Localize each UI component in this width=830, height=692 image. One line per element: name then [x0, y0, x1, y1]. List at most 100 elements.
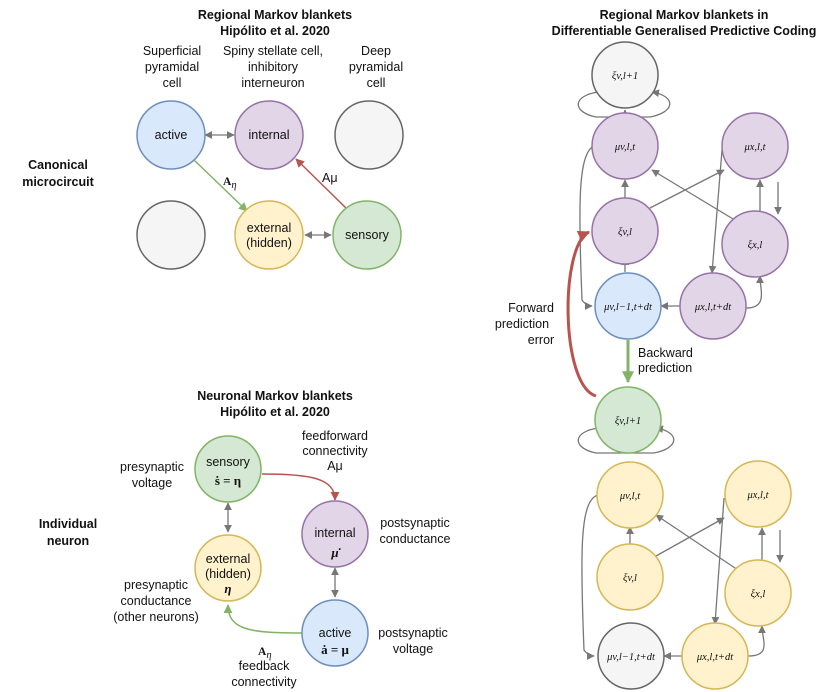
svg-text:active: active	[319, 626, 352, 640]
col-superficial-line2: pyramidal	[145, 60, 199, 74]
dgpc-panel: Regional Markov blankets in Differentiab…	[495, 8, 817, 690]
svg-text:ξv,l+1: ξv,l+1	[612, 71, 638, 82]
node-mu-x-l-tdt: μx,l,t+dt	[679, 272, 747, 340]
presyn-voltage-2: voltage	[132, 476, 172, 490]
svg-text:(hidden): (hidden)	[246, 236, 292, 250]
node-n-external: external (hidden) η	[194, 534, 262, 602]
feedforward-2: connectivity	[302, 444, 368, 458]
svg-text:ξv,l: ξv,l	[618, 227, 632, 238]
col-spiny-line1: Spiny stellate cell,	[223, 44, 323, 58]
node-y-mu-x-l-tdt: μx,l,t+dt	[681, 622, 749, 690]
svg-text:μv,l,t: μv,l,t	[614, 142, 636, 153]
col-deep-line2: pyramidal	[349, 60, 403, 74]
row-label-individual-2: neuron	[47, 534, 89, 548]
node-y-mu-x-l-t: μx,l,t	[724, 460, 792, 528]
node-mu-v-lm1: μv,l−1,t+dt	[594, 272, 662, 340]
node-xi-v-l1-top: ξv,l+1	[591, 41, 659, 109]
node-xi-x-l: ξx,l	[721, 210, 789, 278]
forward-label-1: Forward	[508, 301, 554, 315]
node-y-xi-x-l: ξx,l	[724, 559, 792, 627]
dgpc-title-line1: Regional Markov blankets in	[600, 8, 769, 22]
svg-text:ξv,l+1: ξv,l+1	[615, 416, 641, 427]
svg-text:external: external	[206, 552, 250, 566]
postsyn-conductance-1: postsynaptic	[380, 516, 449, 530]
svg-text:μ̇: μ̇	[330, 545, 341, 560]
svg-text:ξx,l: ξx,l	[751, 589, 766, 600]
feedback-a-eta: Aη	[258, 646, 272, 661]
svg-text:μx,l,t+dt: μx,l,t+dt	[694, 302, 732, 313]
svg-text:μx,l,t: μx,l,t	[743, 142, 766, 153]
dgpc-title-line2: Differentiable Generalised Predictive Co…	[552, 24, 817, 38]
svg-text:ȧ = μ: ȧ = μ	[321, 642, 349, 657]
edge-y2	[655, 517, 725, 557]
postsyn-voltage-1: postsynaptic	[378, 626, 447, 640]
edge-p5	[651, 169, 739, 223]
label-a-mu: Aμ	[322, 171, 338, 185]
node-sensory: sensory	[332, 200, 402, 270]
regional-markov-panel: Regional Markov blankets Hipólito et al.…	[22, 8, 404, 270]
edge-active-external	[193, 159, 248, 212]
node-active: active	[136, 100, 206, 170]
col-spiny-line2: inhibitory	[248, 60, 299, 74]
edge-p9	[745, 275, 764, 309]
postsyn-conductance-2: conductance	[380, 532, 451, 546]
feedback-1: feedback	[239, 659, 290, 673]
svg-text:ṡ = η: ṡ = η	[215, 473, 241, 488]
node-mu-v-l-t: μv,l,t	[591, 112, 659, 180]
regional-title-line2: Hipólito et al. 2020	[220, 24, 330, 38]
neuronal-title-line2: Hipólito et al. 2020	[220, 405, 330, 419]
edge-p4	[649, 169, 725, 209]
label-a-eta: Aη	[223, 176, 237, 191]
node-y-mu-v-lm1: μv,l−1,t+dt	[597, 622, 665, 690]
node-external: external (hidden)	[234, 200, 304, 270]
col-deep-line3: cell	[367, 76, 386, 90]
col-deep-line1: Deep	[361, 44, 391, 58]
node-xi-v-l: ξv,l	[591, 197, 659, 265]
edge-p8	[708, 149, 723, 274]
postsyn-voltage-2: voltage	[393, 642, 433, 656]
col-superficial-line3: cell	[163, 76, 182, 90]
svg-text:μx,l,t+dt: μx,l,t+dt	[696, 652, 734, 663]
svg-text:sensory: sensory	[345, 228, 390, 242]
col-superficial-line1: Superficial	[143, 44, 201, 58]
svg-text:ξx,l: ξx,l	[748, 240, 763, 251]
backward-label-1: Backward	[638, 346, 693, 360]
svg-text:active: active	[155, 128, 188, 142]
row-label-canonical-2: microcircuit	[22, 175, 94, 189]
svg-text:ξv,l: ξv,l	[623, 573, 637, 584]
svg-text:external: external	[247, 221, 291, 235]
edge-y9	[581, 494, 599, 660]
feedforward-1: feedforward	[302, 429, 368, 443]
svg-text:μv,l−1,t+dt: μv,l−1,t+dt	[603, 302, 653, 313]
edge-y3	[655, 514, 739, 571]
forward-error-arrow	[566, 230, 597, 398]
svg-text:μv,l,t: μv,l,t	[619, 491, 641, 502]
forward-label-2: prediction	[495, 317, 549, 331]
edge-sensory-internal-ff	[261, 473, 340, 501]
node-xi-v-l1-mid: ξv,l+1	[594, 386, 662, 454]
row-label-canonical-1: Canonical	[28, 158, 88, 172]
regional-title-line1: Regional Markov blankets	[198, 8, 352, 22]
svg-text:internal: internal	[315, 526, 356, 540]
node-superficial-empty	[136, 200, 206, 270]
svg-text:internal: internal	[249, 128, 290, 142]
svg-text:μv,l−1,t+dt: μv,l−1,t+dt	[606, 652, 656, 663]
backward-label-2: prediction	[638, 361, 692, 375]
node-y-xi-v-l: ξv,l	[596, 543, 664, 611]
svg-text:η: η	[224, 581, 231, 596]
edge-active-external-fb	[223, 604, 303, 634]
presyn-conductance-2: conductance	[121, 594, 192, 608]
node-n-sensory: sensory ṡ = η	[194, 435, 262, 503]
svg-text:μx,l,t: μx,l,t	[746, 490, 769, 501]
presyn-voltage-1: presynaptic	[120, 460, 184, 474]
node-internal: internal	[234, 100, 304, 170]
presyn-conductance-1: presynaptic	[124, 578, 188, 592]
presyn-conductance-3: (other neurons)	[113, 610, 198, 624]
svg-text:(hidden): (hidden)	[205, 567, 251, 581]
svg-text:sensory: sensory	[206, 455, 251, 469]
edge-sensory-internal	[295, 158, 349, 211]
node-deep-empty	[334, 100, 404, 170]
neuronal-title-line1: Neuronal Markov blankets	[197, 389, 353, 403]
node-mu-x-l-t: μx,l,t	[721, 112, 789, 180]
